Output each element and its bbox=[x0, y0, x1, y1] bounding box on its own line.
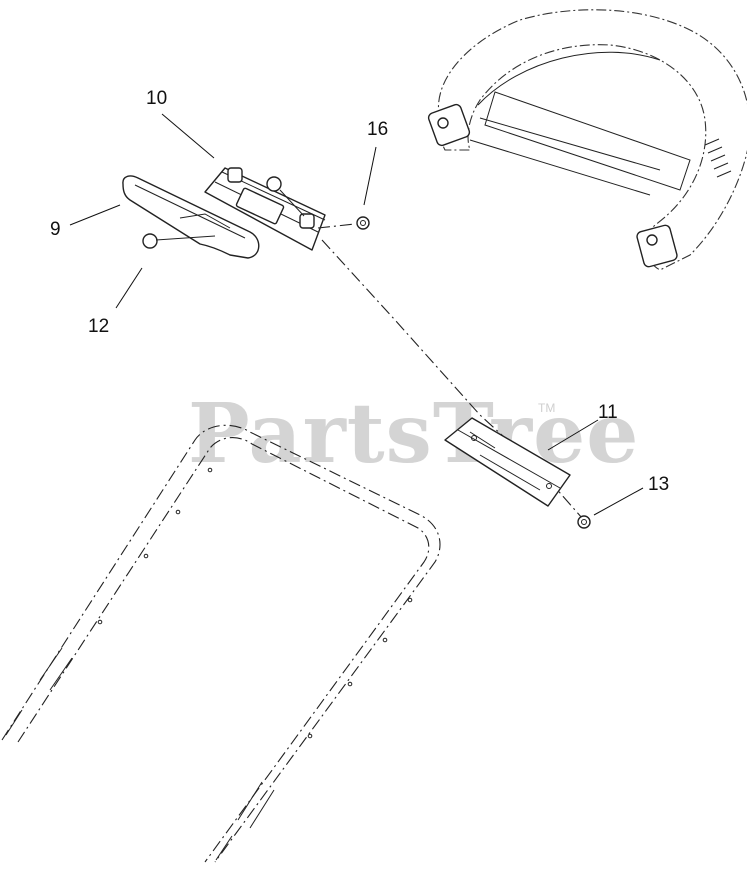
leader-10 bbox=[161, 113, 215, 159]
callout-16: 16 bbox=[367, 119, 388, 140]
callout-10: 10 bbox=[146, 88, 167, 109]
watermark-tm: TM bbox=[538, 401, 555, 415]
callout-9: 9 bbox=[50, 219, 61, 240]
part-9-latch-lever bbox=[122, 175, 260, 259]
partstree-watermark: PartsTree TM bbox=[188, 386, 639, 482]
upper-handle bbox=[427, 9, 747, 271]
leader-12 bbox=[115, 267, 143, 309]
leader-11 bbox=[547, 419, 599, 451]
part-10-bracket bbox=[204, 167, 326, 251]
part-16-nut bbox=[356, 216, 370, 230]
leader-9 bbox=[69, 204, 121, 226]
callout-13: 13 bbox=[648, 474, 669, 495]
leader-16 bbox=[363, 146, 377, 206]
watermark-text: PartsTree bbox=[188, 386, 639, 482]
callout-12: 12 bbox=[88, 316, 109, 337]
part-13-nut bbox=[577, 515, 591, 529]
callout-11: 11 bbox=[598, 402, 618, 423]
lower-handle bbox=[1, 424, 441, 863]
leader-13 bbox=[593, 487, 644, 516]
alignment-line-16 bbox=[317, 223, 356, 229]
part-11-channel-bracket bbox=[444, 417, 571, 507]
part-12-pin bbox=[142, 233, 216, 249]
